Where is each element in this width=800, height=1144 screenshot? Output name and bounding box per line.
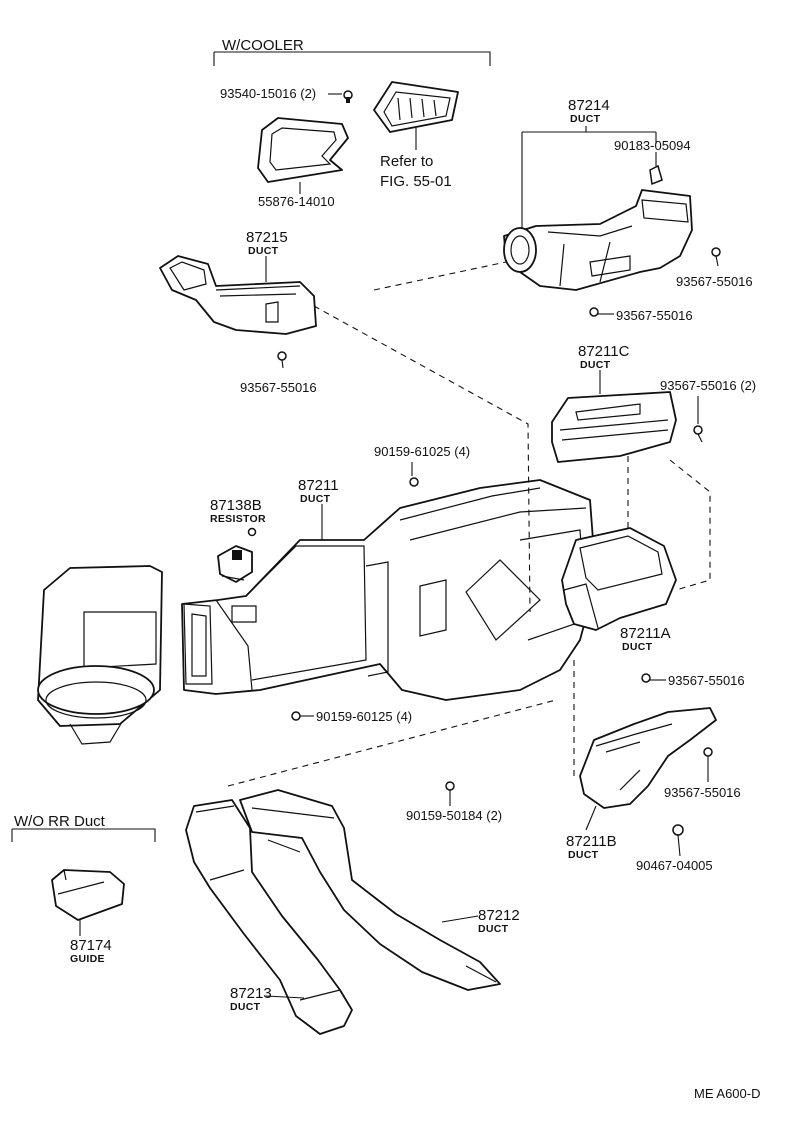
duct-87214 (503, 189, 693, 291)
resistor-87138b (217, 545, 253, 583)
clip-90183-icon (649, 164, 663, 186)
part-number-87138b: 87138B (210, 497, 262, 514)
part-desc-87215: DUCT (248, 245, 279, 257)
duct-87211c (551, 391, 677, 463)
leader-87213 (265, 995, 305, 999)
bolt-90159-60125-icon (291, 711, 301, 721)
with-cooler-header: W/COOLER (222, 37, 304, 54)
refer-to-text: Refer to (380, 153, 433, 170)
figure-code: ME A600-D (694, 1086, 760, 1101)
refer-fig-text: FIG. 55-01 (380, 173, 452, 190)
duct-87215 (159, 255, 317, 335)
part-number-93567-55016-a: 93567-55016 (676, 274, 753, 289)
cooler-outlet-register (373, 81, 459, 133)
screw-93567-b-icon (589, 307, 599, 317)
duct-87213 (185, 799, 353, 1035)
part-number-93540-15016: 93540-15016 (2) (220, 86, 316, 101)
part-number-87215: 87215 (246, 229, 288, 246)
part-number-87213: 87213 (230, 985, 272, 1002)
part-number-93567-55016-2: 93567-55016 (2) (660, 378, 756, 393)
screw-93567-c-icon (277, 351, 287, 369)
bracket-87214 (521, 126, 657, 228)
without-rr-duct-header: W/O RR Duct (14, 813, 106, 830)
bolt-90159-61025-icon (409, 477, 419, 487)
part-desc-87211c: DUCT (580, 359, 611, 371)
part-number-55876-14010: 55876-14010 (258, 194, 335, 209)
duct-87211a (561, 527, 677, 631)
gasket-55876 (257, 117, 349, 183)
assembly-dashed-lines (227, 261, 711, 787)
part-desc-87138b: RESISTOR (210, 513, 266, 525)
part-number-87212: 87212 (478, 907, 520, 924)
screw-93567-d-icon (641, 673, 651, 683)
part-desc-87211b: DUCT (568, 849, 599, 861)
screw-93540-icon (343, 90, 353, 103)
part-number-93567-55016-d: 93567-55016 (668, 673, 745, 688)
part-number-90159-61025: 90159-61025 (4) (374, 444, 470, 459)
part-desc-87213: DUCT (230, 1001, 261, 1013)
duct-87211b (579, 707, 717, 809)
part-number-90159-50184: 90159-50184 (2) (406, 808, 502, 823)
part-number-87174: 87174 (70, 937, 112, 954)
clip-90467-icon (672, 824, 684, 857)
part-desc-87214: DUCT (570, 113, 601, 125)
part-desc-87174: GUIDE (70, 953, 105, 965)
part-number-87211b: 87211B (566, 833, 617, 850)
part-number-87211c: 87211C (578, 343, 630, 360)
part-desc-87211a: DUCT (622, 641, 653, 653)
part-number-90467-04005: 90467-04005 (636, 858, 713, 873)
blower-assembly (37, 565, 163, 745)
part-number-90159-60125: 90159-60125 (4) (316, 709, 412, 724)
screw-93567-a-icon (711, 247, 721, 267)
part-number-87214: 87214 (568, 97, 610, 114)
part-desc-87211: DUCT (300, 493, 331, 505)
part-number-93567-55016-c: 93567-55016 (240, 380, 317, 395)
leader-87211b (585, 805, 597, 831)
leader-87212 (441, 915, 479, 923)
part-number-93567-55016-b: 93567-55016 (616, 308, 693, 323)
with-cooler-bracket (213, 51, 491, 66)
part-number-87211a: 87211A (620, 625, 671, 642)
screw-93567-e-icon (703, 747, 713, 782)
screw-resistor-icon (247, 527, 257, 537)
part-desc-87212: DUCT (478, 923, 509, 935)
part-number-87211: 87211 (298, 477, 339, 494)
part-number-93567-55016-e: 93567-55016 (664, 785, 741, 800)
part-number-90183-05094: 90183-05094 (614, 138, 691, 153)
screw-93567-2-icon (693, 425, 703, 443)
duct-87212 (239, 789, 501, 991)
bolt-90159-50184-icon (445, 781, 455, 791)
without-rr-duct-bracket (11, 828, 156, 842)
guide-87174 (51, 869, 125, 921)
